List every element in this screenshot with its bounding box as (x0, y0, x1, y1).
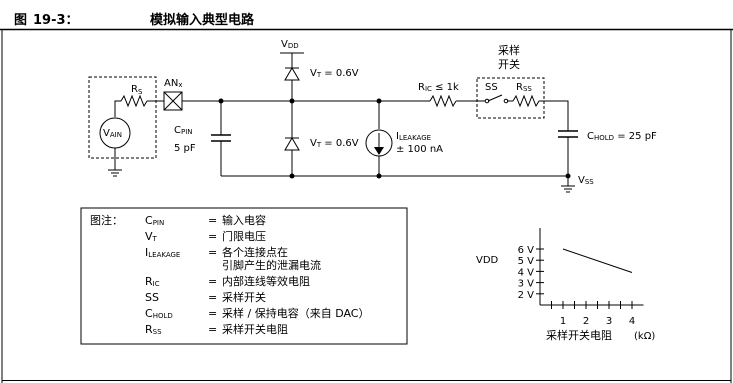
legend-description: 采样开关 (222, 290, 266, 304)
vt-bottom-label: VT = 0.6V (310, 138, 359, 149)
wire-rss-chold (539, 100, 569, 131)
leakage-arrow-head (374, 147, 384, 155)
legend-description-cont: 引脚产生的泄漏电流 (222, 258, 321, 272)
node-vss-leakage (376, 173, 382, 179)
legend-symbol: SS (145, 291, 159, 304)
vdd-label: VDD (281, 39, 299, 50)
x-axis-label: 采样开关电阻 (546, 328, 612, 342)
vt-top-label: VT = 0.6V (310, 68, 359, 79)
legend-equals: = (208, 230, 217, 243)
ground-symbol-left (108, 169, 122, 177)
cpin-value: 5 pF (174, 143, 196, 154)
legend-symbol: ILEAKAGE (145, 246, 180, 259)
source-box (88, 76, 157, 159)
x-tick-label: 3 (606, 316, 612, 327)
ric-resistor (429, 94, 457, 108)
legend-equals: = (208, 275, 217, 288)
legend-equals: = (208, 214, 217, 227)
y-tick-label: 4 V (518, 267, 535, 278)
legend-equals: = (208, 307, 217, 320)
legend-symbol: CHOLD (145, 307, 173, 320)
legend-symbol: RIC (145, 275, 160, 288)
legend-description: 输入电容 (222, 213, 266, 227)
legend-box (80, 207, 408, 345)
x-tick-label: 4 (629, 316, 635, 327)
ric-label: RIC ≤ 1k (418, 82, 459, 93)
anx-pad-cross-b (163, 91, 183, 111)
ss-switch-blade (487, 94, 503, 102)
vain-label: VAIN (103, 128, 122, 139)
legend-description: 采样开关电阻 (222, 322, 288, 336)
legend-equals: = (208, 246, 217, 259)
diode-top (284, 67, 300, 81)
sampling-switch-box (476, 77, 545, 119)
x-tick-label: 2 (583, 316, 589, 327)
rss-resistor (512, 94, 540, 108)
legend-symbol: CPIN (145, 214, 164, 227)
figure-prefix: 图 (14, 13, 28, 28)
y-tick-label: 5 V (518, 256, 535, 267)
ground-symbol-right (561, 185, 575, 193)
y-tick-label: 3 V (518, 279, 535, 290)
node-vss-diode (289, 173, 295, 179)
rss-label: RSS (516, 82, 532, 93)
y-tick-label: 2 V (518, 290, 535, 301)
ileakage-label: ILEAKAGE (396, 131, 431, 142)
x-tick-label: 1 (560, 316, 566, 327)
legend-description: 内部连线等效电阻 (222, 274, 310, 288)
chold-label: CHOLD = 25 pF (587, 131, 657, 142)
legend-description: 采样 / 保持电容（来自 DAC） (222, 306, 369, 320)
legend-equals: = (208, 291, 217, 304)
legend-description: 各个连接点在 (222, 245, 288, 259)
node-diodes (289, 98, 295, 104)
vdd-rss-chart: 6 V5 V4 V3 V2 V 1 2 3 4 VDD 采样开关电阻 (kΩ) (476, 228, 655, 342)
ileakage-value: ± 100 nA (396, 144, 443, 155)
ss-label: SS (485, 82, 498, 93)
cpin-label: CPIN (174, 125, 193, 136)
rs-label: RS (131, 84, 143, 96)
sampling-switch-label-2: 开关 (498, 57, 520, 71)
vdd-line (562, 248, 633, 273)
figure-number: 19-3： (33, 13, 79, 28)
anx-label: ANx (164, 78, 182, 89)
wire-source (114, 100, 121, 117)
y-tick-label: 6 V (518, 245, 535, 256)
sampling-switch-label-1: 采样 (498, 43, 520, 57)
legend-description: 门限电压 (222, 229, 266, 243)
legend-heading: 图注： (90, 213, 123, 227)
legend-symbol: VT (145, 230, 158, 243)
rs-resistor (120, 94, 148, 108)
figure-title: 图 19-3： 模拟输入典型电路 (14, 9, 254, 28)
node-vss-chold (565, 173, 571, 179)
y-axis-label: VDD (476, 255, 499, 266)
x-axis-unit: (kΩ) (634, 331, 655, 342)
legend-symbol: RSS (145, 323, 162, 336)
vss-label: VSS (578, 175, 594, 186)
figure-name: 模拟输入典型电路 (150, 13, 255, 28)
legend-rows: CPIN = 输入电容 VT = 门限电压 ILEAKAGE = 各个连接点在引脚产生的泄漏电流… (145, 213, 369, 336)
legend-equals: = (208, 323, 217, 336)
diode-bottom (284, 137, 300, 151)
